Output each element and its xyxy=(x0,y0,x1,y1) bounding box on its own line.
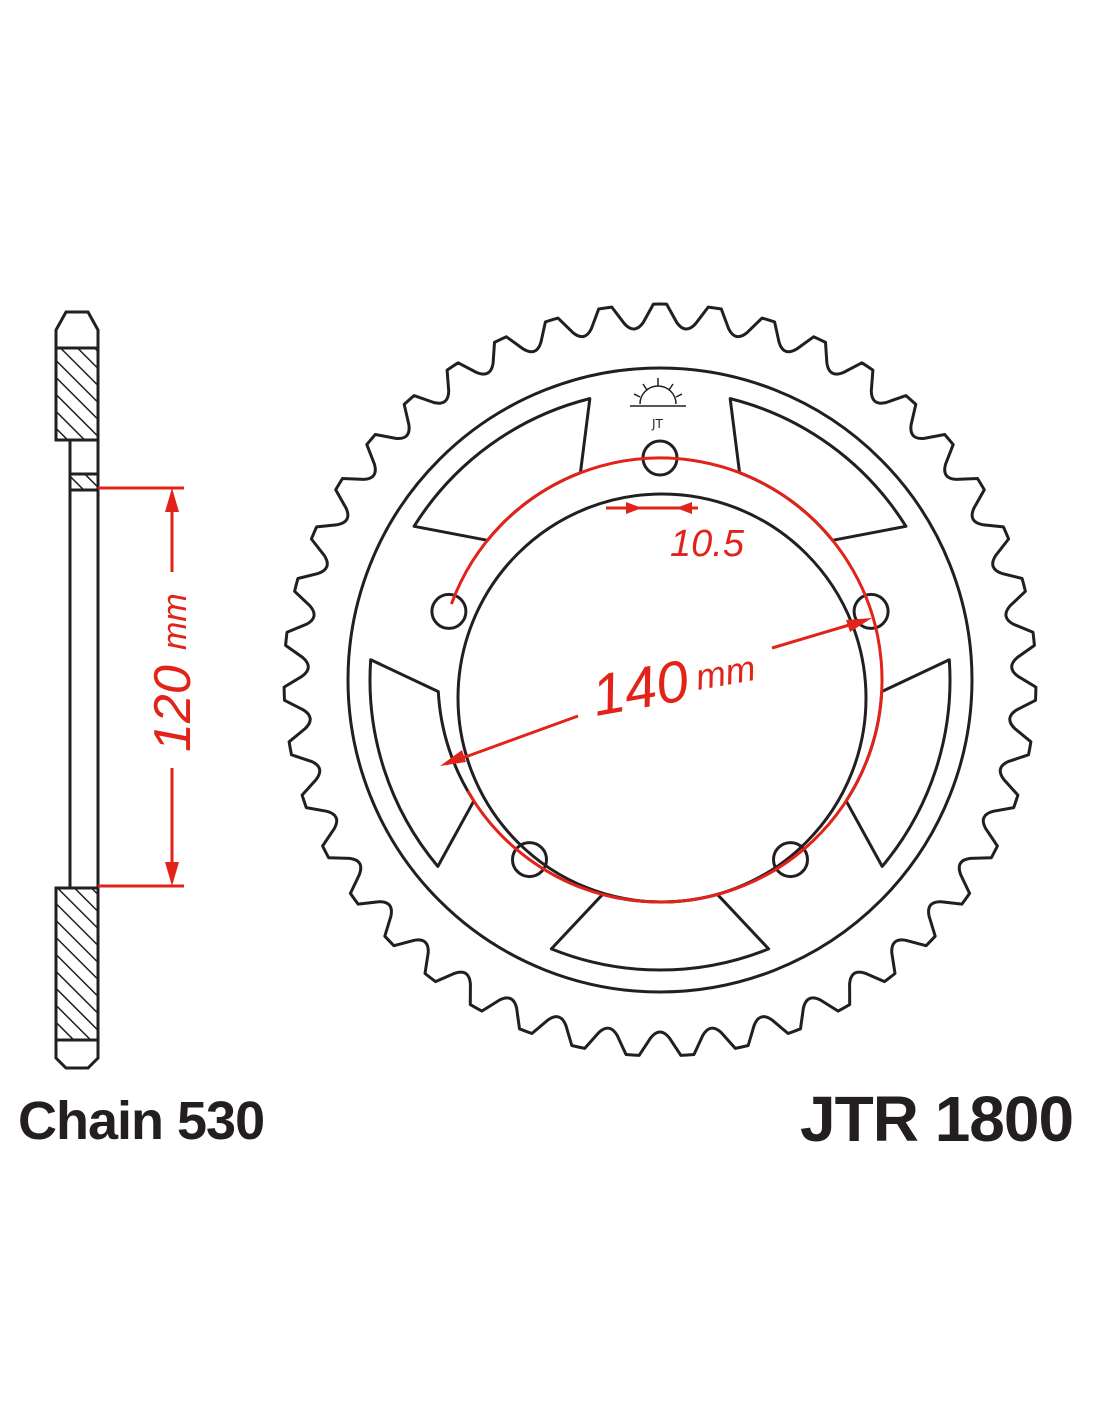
bolt-arrow-right xyxy=(676,502,692,514)
inner-rim-circle xyxy=(346,366,974,994)
side-dimension xyxy=(98,486,184,888)
bolt-hole xyxy=(430,592,468,630)
bolt-hole-dimension: 10.5 xyxy=(670,523,745,565)
bolt-hole xyxy=(772,841,809,879)
profile-top-hatch xyxy=(54,346,100,442)
pcd-arrow-right xyxy=(846,618,872,632)
profile-hub-upper xyxy=(68,472,100,492)
side-dimension-unit: mm xyxy=(156,593,194,650)
side-profile xyxy=(54,310,100,1070)
side-arrow-bottom xyxy=(165,862,179,886)
bolt-hole xyxy=(852,592,890,630)
pcd-dimension xyxy=(440,456,884,904)
profile-bottom-tooth xyxy=(54,1040,100,1070)
bolt-arrow-left xyxy=(626,502,642,514)
lightening-hole xyxy=(728,397,908,542)
lightening-hole xyxy=(368,658,476,868)
profile-top-tooth xyxy=(54,310,100,348)
side-dimension-value: 120 xyxy=(144,665,202,752)
profile-bottom-hatch xyxy=(54,886,100,1042)
gear-teeth-outline xyxy=(282,302,1038,1057)
bolt-holes xyxy=(430,439,890,879)
side-arrow-top xyxy=(165,488,179,512)
part-number-label: JTR 1800 xyxy=(800,1083,1074,1155)
svg-text:JT: JT xyxy=(651,417,664,431)
pcd-dimension-unit: mm xyxy=(692,647,758,698)
pcd-arrow-left xyxy=(440,750,466,766)
pcd-dimension-value: 140 xyxy=(587,648,694,729)
bolt-hole xyxy=(511,841,548,879)
pcd-arc xyxy=(449,456,884,904)
jt-logo-mark: JT xyxy=(630,378,686,431)
lightening-hole xyxy=(549,892,771,972)
pcd-dim-line-left xyxy=(445,714,579,766)
lightening-hole xyxy=(844,658,952,868)
chain-size-label: Chain 530 xyxy=(18,1091,265,1151)
